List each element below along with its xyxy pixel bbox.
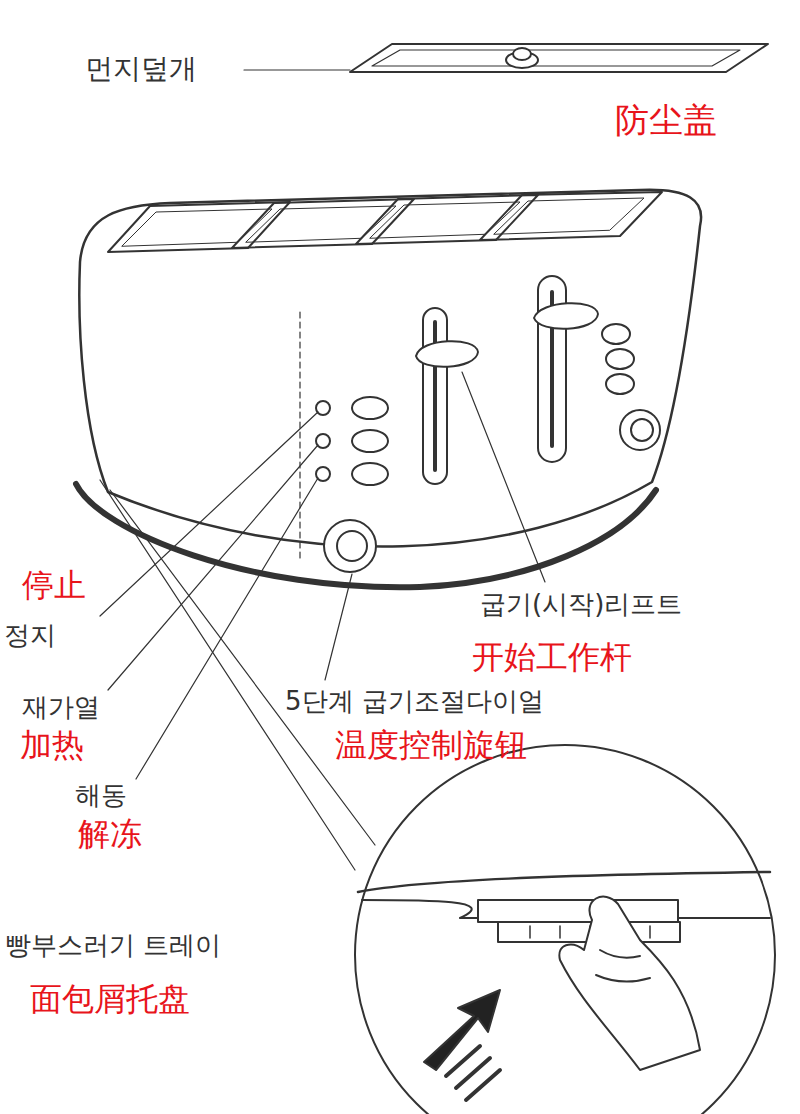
- part-label: 防尘盖: [615, 100, 717, 141]
- leader-lines: [100, 70, 545, 870]
- part-label: 温度控制旋钮: [335, 726, 527, 764]
- part-label: 재가열: [22, 692, 100, 723]
- dust-cover: [350, 44, 768, 72]
- part-label: 5단계 굽기조절다이얼: [285, 686, 544, 717]
- toaster-body: [76, 190, 701, 588]
- part-label: 빵부스러기 트레이: [5, 930, 221, 961]
- part-label: 开始工作杆: [472, 638, 632, 676]
- part-label: 정지: [4, 620, 56, 651]
- part-label: 먼지덮개: [85, 52, 197, 86]
- part-label: 加热: [20, 726, 84, 764]
- control-buttons: [316, 397, 388, 572]
- lift-levers: [416, 276, 660, 484]
- part-label: 停止: [22, 566, 86, 604]
- bread-slots: [108, 192, 662, 252]
- part-label: 굽기(시작)리프트: [480, 589, 682, 620]
- crumb-tray-inset: [355, 745, 775, 1114]
- part-label: 面包屑托盘: [30, 980, 190, 1018]
- part-label: 解冻: [78, 815, 142, 853]
- part-label: 해동: [75, 780, 127, 811]
